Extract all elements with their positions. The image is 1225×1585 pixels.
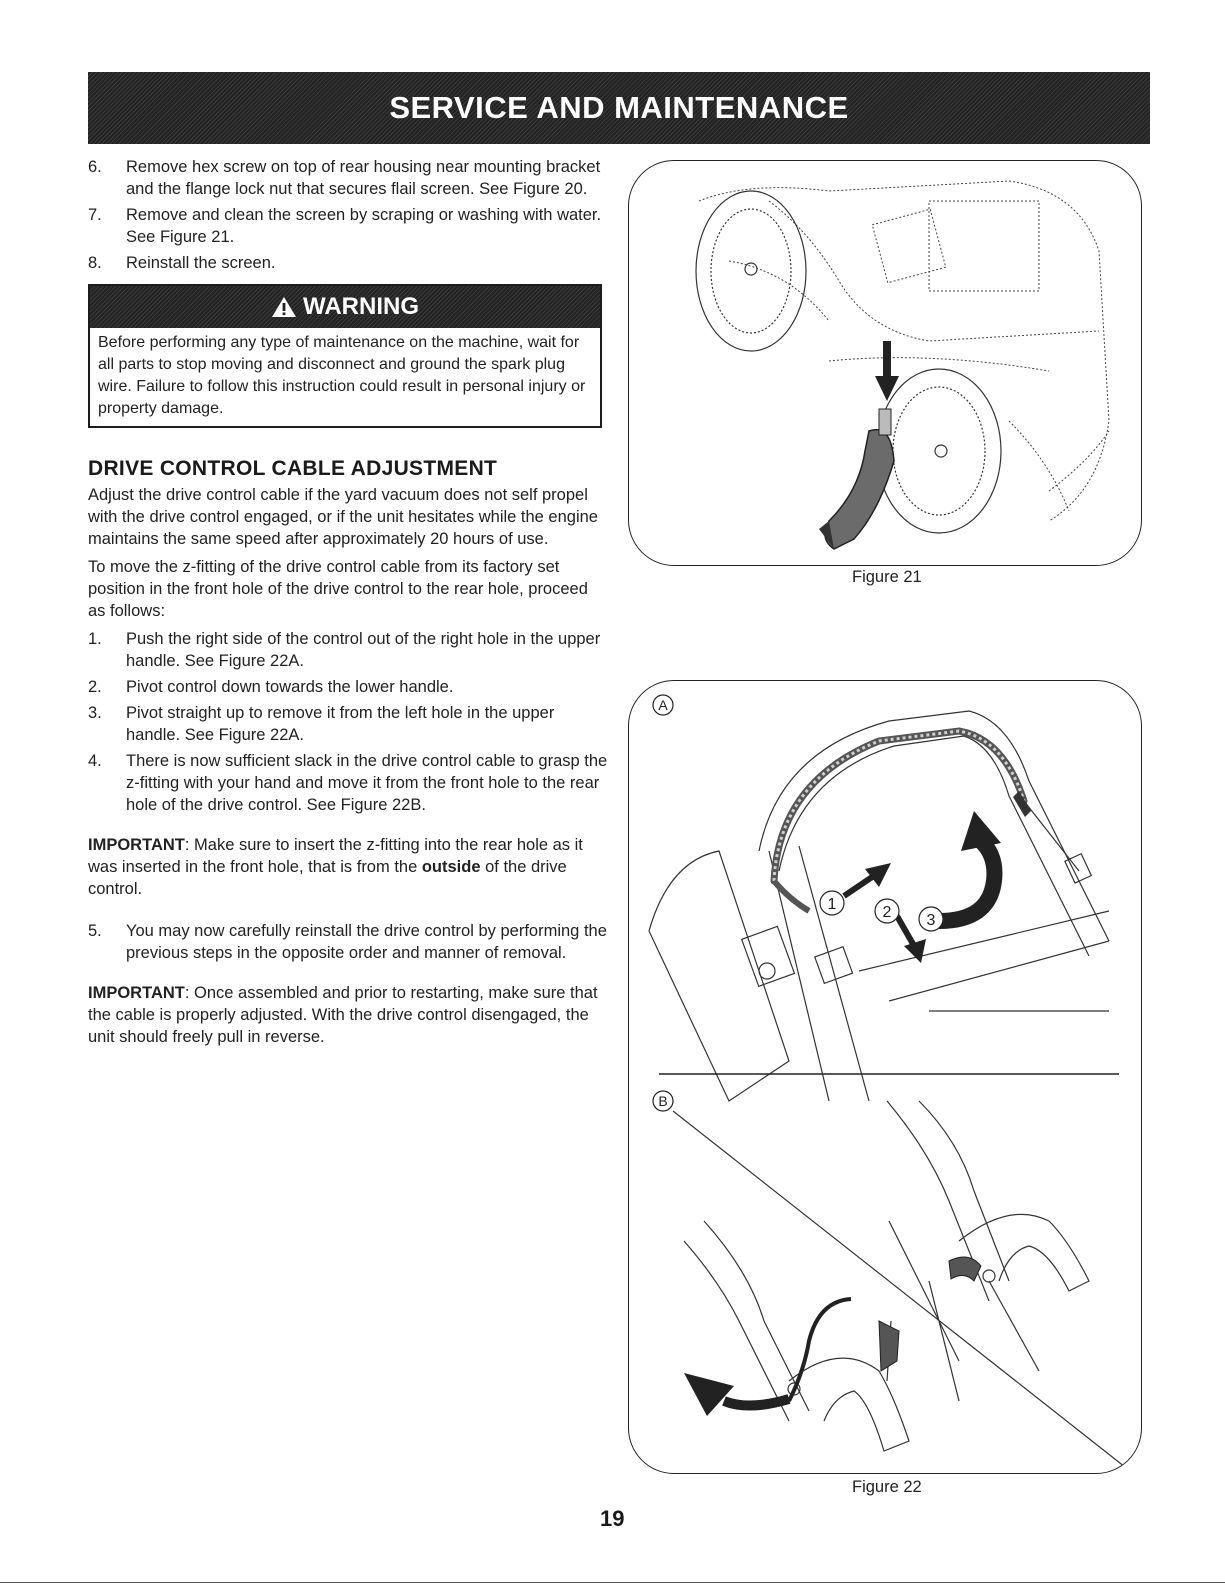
step-5: 5. You may now carefully reinstall the d… bbox=[88, 920, 608, 964]
intro-paragraph: Adjust the drive control cable if the ya… bbox=[88, 486, 598, 548]
step-text: There is now sufficient slack in the dri… bbox=[126, 752, 608, 814]
warning-title: WARNING bbox=[303, 293, 419, 320]
callout-1-circle bbox=[819, 890, 845, 916]
section-title: DRIVE CONTROL CABLE ADJUSTMENT bbox=[88, 457, 498, 480]
label-a-circle bbox=[652, 694, 674, 716]
important-bold-word: outside bbox=[421, 858, 481, 876]
important-text-end: of the drive control. bbox=[88, 858, 567, 898]
callout-2: 2 bbox=[883, 904, 892, 921]
step-text: Remove and clean the screen by scraping … bbox=[126, 206, 602, 246]
figure-21-illustration bbox=[695, 180, 1110, 550]
important-text: : Make sure to insert the z-fitting into… bbox=[88, 836, 583, 876]
page-banner: SERVICE AND MAINTENANCE bbox=[88, 72, 1150, 144]
figure-22: A bbox=[628, 680, 1142, 1474]
figure-21-caption: Figure 21 bbox=[852, 568, 922, 586]
step-text: Push the right side of the control out o… bbox=[126, 630, 601, 670]
bottom-rule bbox=[0, 1582, 1225, 1583]
warning-header: WARNING bbox=[90, 286, 600, 328]
down-arrow-icon bbox=[875, 341, 899, 401]
step-number: 2. bbox=[88, 678, 102, 696]
step-text: Pivot control down towards the lower han… bbox=[126, 678, 454, 696]
intro-paragraph-2: To move the z-fitting of the drive contr… bbox=[88, 558, 588, 620]
step-number: 3. bbox=[88, 704, 102, 722]
scraper-tool bbox=[819, 408, 895, 550]
step-7: 7. Remove and clean the screen by scrapi… bbox=[88, 204, 608, 248]
important-note-2: IMPORTANT: Once assembled and prior to r… bbox=[88, 982, 608, 1048]
arrow-3-icon bbox=[938, 811, 1003, 929]
step-number: 4. bbox=[88, 752, 102, 770]
banner-title: SERVICE AND MAINTENANCE bbox=[389, 90, 849, 125]
callout-3: 3 bbox=[927, 912, 936, 929]
figure-22-illustration: A bbox=[648, 694, 1126, 1468]
step-text: Reinstall the screen. bbox=[126, 254, 276, 272]
warning-triangle-icon bbox=[272, 297, 296, 317]
callout-1: 1 bbox=[828, 896, 837, 913]
step-number: 8. bbox=[88, 254, 102, 272]
step-number: 1. bbox=[88, 630, 102, 648]
important-text: : Once assembled and prior to restarting… bbox=[88, 984, 598, 1046]
step-2: 2. Pivot control down towards the lower … bbox=[88, 676, 608, 698]
callout-2-circle bbox=[874, 898, 900, 924]
figure-label-a: A bbox=[658, 697, 668, 713]
callout-3-circle bbox=[918, 906, 944, 932]
step-1: 1. Push the right side of the control ou… bbox=[88, 628, 608, 672]
step-6: 6. Remove hex screw on top of rear housi… bbox=[88, 156, 608, 200]
step-text: You may now carefully reinstall the driv… bbox=[126, 922, 607, 962]
step-text: Pivot straight up to remove it from the … bbox=[126, 704, 555, 744]
label-b-circle bbox=[652, 1090, 674, 1112]
important-label: IMPORTANT bbox=[88, 836, 185, 854]
step-8: 8. Reinstall the screen. bbox=[88, 252, 608, 274]
step-text: Remove hex screw on top of rear housing … bbox=[126, 158, 601, 198]
step-number: 6. bbox=[88, 158, 102, 176]
page-number: 19 bbox=[600, 1506, 625, 1531]
figure-21 bbox=[628, 160, 1142, 566]
figure-22-caption: Figure 22 bbox=[852, 1478, 922, 1496]
important-note-1: IMPORTANT: Make sure to insert the z-fit… bbox=[88, 834, 608, 900]
warning-box: WARNING Before performing any type of ma… bbox=[88, 284, 602, 428]
curved-arrow-icon bbox=[684, 1373, 791, 1416]
warning-text: Before performing any type of maintenanc… bbox=[98, 334, 586, 417]
arrow-2-icon bbox=[894, 914, 926, 963]
arrow-1-icon bbox=[842, 863, 891, 899]
left-column: 6. Remove hex screw on top of rear housi… bbox=[88, 156, 608, 1054]
step-number: 7. bbox=[88, 206, 102, 224]
step-4: 4. There is now sufficient slack in the … bbox=[88, 750, 608, 816]
figure-label-b: B bbox=[658, 1093, 667, 1109]
important-label: IMPORTANT bbox=[88, 984, 185, 1002]
step-3: 3. Pivot straight up to remove it from t… bbox=[88, 702, 608, 746]
step-number: 5. bbox=[88, 922, 102, 940]
